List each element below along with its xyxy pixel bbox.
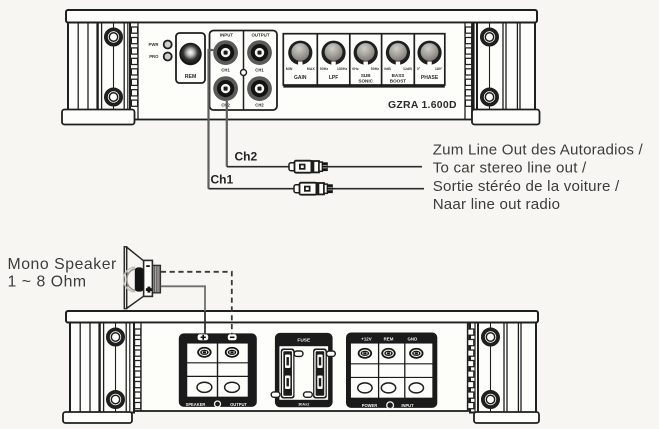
svg-text:MAX: MAX — [307, 67, 316, 71]
svg-text:1 ~ 8 Ohm: 1 ~ 8 Ohm — [8, 274, 87, 291]
svg-text:BOOST: BOOST — [390, 79, 407, 84]
svg-text:50Hz: 50Hz — [371, 67, 380, 71]
svg-text:BASS: BASS — [392, 73, 405, 78]
svg-text:0dB: 0dB — [384, 67, 391, 71]
svg-text:FUSE: FUSE — [297, 338, 311, 344]
svg-text:To car stereo line out /: To car stereo line out / — [433, 160, 587, 177]
svg-text:PRO: PRO — [149, 54, 159, 59]
svg-text:0Hz: 0Hz — [352, 67, 359, 71]
svg-text:REM: REM — [384, 336, 394, 341]
svg-text:12dB: 12dB — [403, 67, 412, 71]
svg-text:GND: GND — [408, 336, 418, 341]
svg-text:50Hz: 50Hz — [320, 67, 329, 71]
svg-text:INPUT: INPUT — [220, 33, 233, 38]
svg-text:180°: 180° — [435, 67, 443, 71]
svg-text:150Hz: 150Hz — [337, 67, 348, 71]
svg-text:PWR: PWR — [148, 42, 159, 47]
svg-text:CH2: CH2 — [255, 103, 264, 108]
svg-text:Ch2: Ch2 — [235, 150, 258, 164]
svg-text:CH1: CH1 — [221, 68, 230, 73]
svg-text:GAIN: GAIN — [294, 75, 307, 81]
svg-text:Naar line out radio: Naar line out radio — [433, 196, 561, 213]
svg-text:Zum Line Out des Autoradios /: Zum Line Out des Autoradios / — [433, 141, 644, 158]
svg-text:30Ax2: 30Ax2 — [298, 403, 309, 407]
svg-text:OUTPUT: OUTPUT — [251, 33, 269, 38]
svg-text:POWER: POWER — [362, 403, 378, 408]
svg-text:SUB: SUB — [361, 73, 371, 78]
svg-text:Mono Speaker: Mono Speaker — [8, 256, 117, 273]
svg-text:MIN: MIN — [286, 67, 293, 71]
svg-text:GZRA 1.600D: GZRA 1.600D — [388, 100, 457, 111]
svg-text:SPEAKER: SPEAKER — [186, 402, 206, 407]
svg-text:LPF: LPF — [329, 75, 338, 81]
svg-text:REM: REM — [185, 74, 197, 80]
svg-text:Ch1: Ch1 — [211, 173, 234, 187]
svg-text:SONIC: SONIC — [358, 79, 373, 84]
svg-text:CH1: CH1 — [255, 68, 264, 73]
svg-text:OUTPUT: OUTPUT — [230, 402, 247, 407]
svg-text:Sortie stéréo de la voiture /: Sortie stéréo de la voiture / — [433, 178, 620, 195]
svg-text:0°: 0° — [417, 67, 421, 71]
svg-text:PHASE: PHASE — [421, 75, 439, 81]
svg-text:INPUT: INPUT — [401, 403, 414, 408]
svg-text:+12V: +12V — [361, 336, 371, 341]
